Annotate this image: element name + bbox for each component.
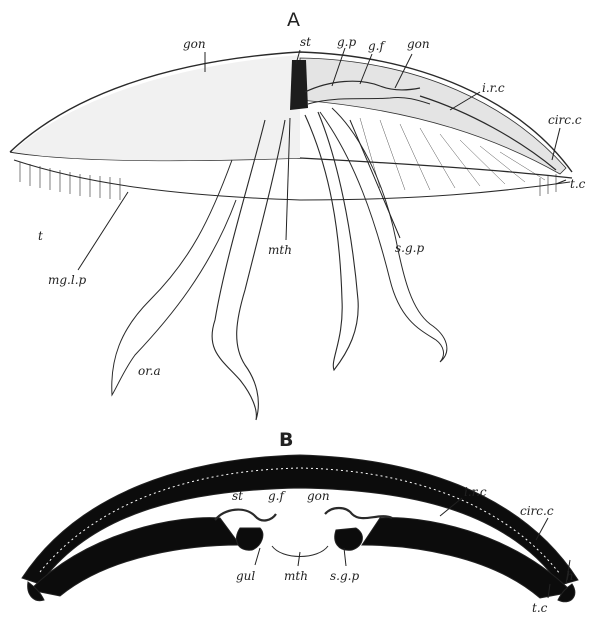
label-a-ora: or.a <box>138 364 161 378</box>
panel-a-letter: A <box>287 9 300 31</box>
label-b-irc: i.r.c <box>464 485 487 499</box>
label-b-h: h <box>566 569 574 583</box>
panel-b-letter: B <box>279 429 293 451</box>
label-a-gon-right: gon <box>407 37 430 51</box>
label-b-gon: gon <box>307 489 330 503</box>
label-a-mglp: mg.l.p <box>48 273 87 287</box>
label-a-tc: t.c <box>570 177 586 191</box>
label-b-st: st <box>232 489 243 503</box>
panel-b: B <box>22 429 578 615</box>
label-b-mth: mth <box>284 569 308 583</box>
label-a-t: t <box>38 229 43 243</box>
label-b-circ-c: circ.c <box>520 504 554 518</box>
label-b-gf: g.f <box>268 489 286 503</box>
label-a-irc: i.r.c <box>482 81 505 95</box>
label-a-sgp: s.g.p <box>395 241 424 255</box>
label-b-gul: gul <box>236 569 255 583</box>
panel-a-bell <box>10 52 572 200</box>
label-a-circ-c: circ.c <box>548 113 582 127</box>
label-a-mth: mth <box>268 243 292 257</box>
panel-b-labels: i.r.c st g.f gon circ.c h gul mth s.g.p … <box>232 485 574 615</box>
label-a-gp: g.p <box>337 35 356 49</box>
label-b-tc: t.c <box>532 601 548 615</box>
panel-a: A <box>10 9 586 420</box>
label-b-sgp: s.g.p <box>330 569 359 583</box>
label-a-st: st <box>300 35 311 49</box>
label-a-gon-left: gon <box>183 37 206 51</box>
label-a-gf: g.f <box>368 39 386 53</box>
